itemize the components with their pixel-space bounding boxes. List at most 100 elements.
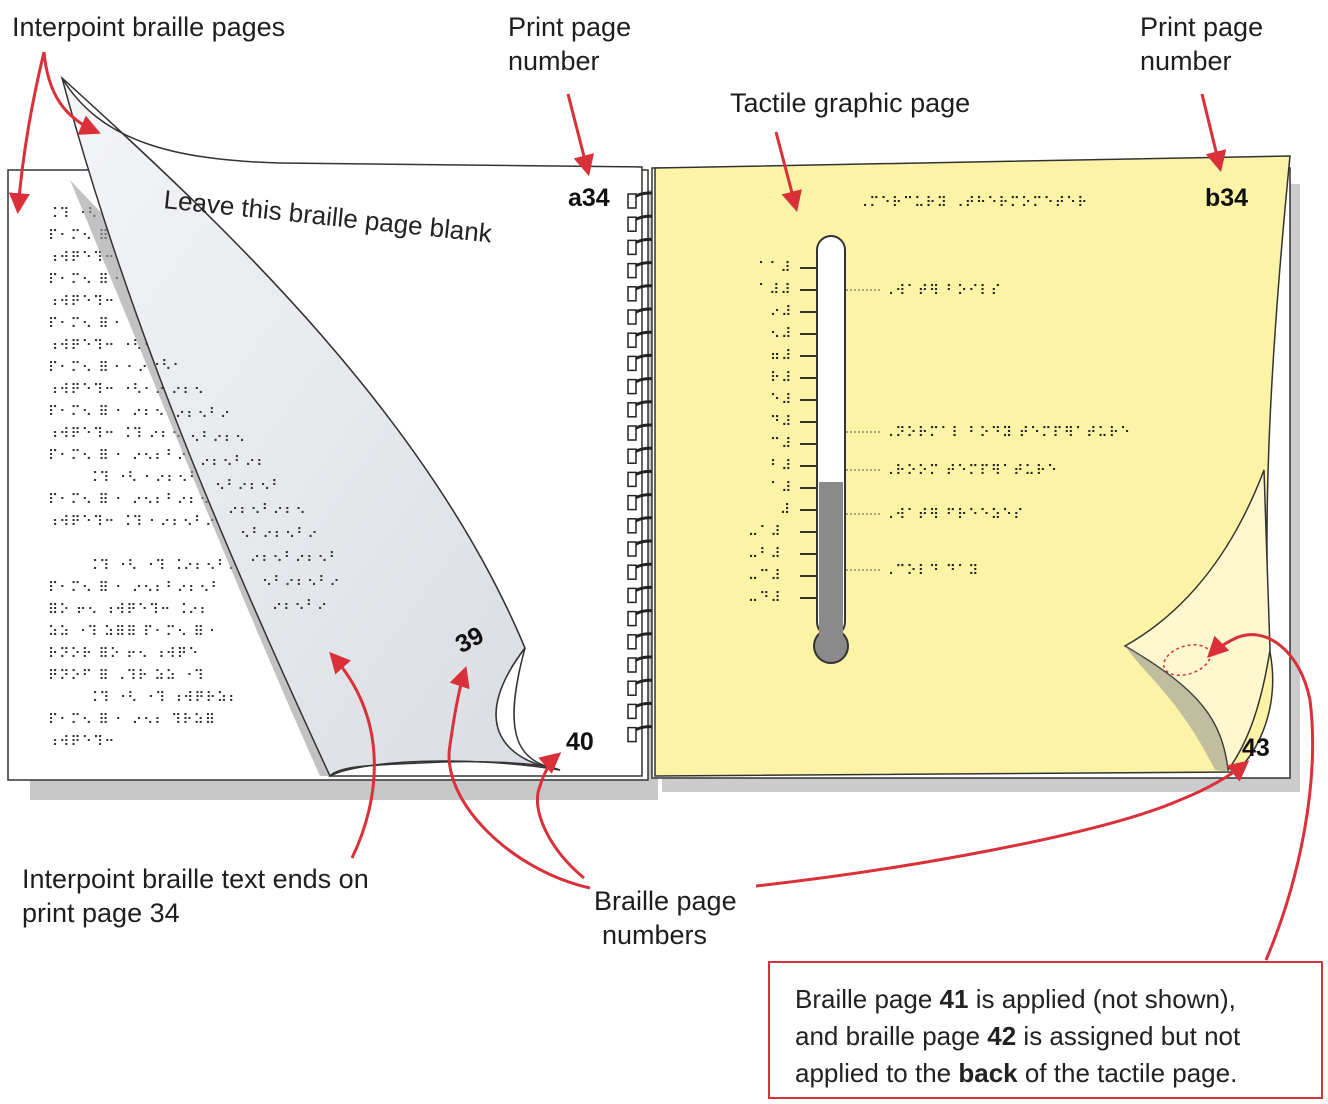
spiral-hole [627,216,637,232]
note-bold: back [958,1058,1018,1088]
svg-text:⠨⠹ ⠐⠣ ⠐⠹ ⠰⠺⠟⠗⠵⠆: ⠨⠹ ⠐⠣ ⠐⠹ ⠰⠺⠟⠗⠵⠆ [88,690,239,706]
interpoint-braille-text: ⠨⠹ ⠐⠣ ⠏⠂⠍⠢ ⠿⠐⠕ ⠰⠺⠟⠑⠹⠒ ⠎ ⠏⠂⠍⠢ ⠿⠐ ⠰⠺⠟⠑⠹⠒ ⠏… [48,206,262,750]
svg-text:⠁⠼: ⠁⠼ [770,480,793,496]
svg-text:⠔⠆⠢⠃⠔⠆: ⠔⠆⠢⠃⠔⠆ [200,454,268,470]
spiral-hole [627,286,637,302]
svg-text:⠢⠃⠔⠆⠢⠃⠔: ⠢⠃⠔⠆⠢⠃⠔ [262,574,341,590]
label-line: numbers [602,920,708,950]
spiral-hole [627,634,637,650]
svg-text:⠠⠺⠁⠞⠻ ⠃⠕⠊⠇⠎: ⠠⠺⠁⠞⠻ ⠃⠕⠊⠇⠎ [884,283,1002,299]
spiral-hole [627,541,637,557]
svg-text:⠗⠝⠕⠗ ⠿⠕ ⠖⠢ ⠰⠺⠟⠑: ⠗⠝⠕⠗ ⠿⠕ ⠖⠢ ⠰⠺⠟⠑ [48,646,199,662]
svg-text:⠟⠝⠕⠋ ⠿ ⠠⠹⠗ ⠵⠵ ⠐⠹: ⠟⠝⠕⠋ ⠿ ⠠⠹⠗ ⠵⠵ ⠐⠹ [48,668,205,684]
svg-text:⠔⠆⠢⠃⠔: ⠔⠆⠢⠃⠔ [272,598,328,614]
thermometer-graphic [800,235,849,664]
svg-text:⠏⠂⠍⠢ ⠿⠐ ⠂⠔: ⠏⠂⠍⠢ ⠿⠐ ⠂⠔ [48,360,149,376]
note-line-2: and braille page 42 is assigned but not [795,1018,1321,1055]
note-line-1: Braille page 41 is applied (not shown), [795,981,1321,1018]
svg-text:⠢⠃⠔⠆⠢: ⠢⠃⠔⠆⠢ [190,430,246,446]
note-text: of the tactile page. [1017,1058,1238,1088]
arrow-to-left-page [8,51,46,215]
svg-text:⠂⠔⠆⠢: ⠂⠔⠆⠢ [160,382,205,398]
svg-text:⠢⠃⠔⠆⠢⠃: ⠢⠃⠔⠆⠢⠃ [215,478,283,494]
svg-text:⠢⠃⠔⠆⠢⠃⠔: ⠢⠃⠔⠆⠢⠃⠔ [240,526,319,542]
svg-text:⠨⠹ ⠐⠣ ⠐⠹ ⠨⠔⠆⠢⠃⠔⠆⠢: ⠨⠹ ⠐⠣ ⠐⠹ ⠨⠔⠆⠢⠃⠔⠆⠢ [88,558,262,574]
spiral-hole [627,494,637,511]
spiral-hole [627,262,637,279]
arrow-braille-43 [755,760,1250,888]
spiral-hole [627,402,637,418]
note-box: Braille page 41 is applied (not shown), … [768,961,1323,1099]
svg-text:⠰⠺⠟⠑⠹⠒ ⠐⠣⠂⠔⠆: ⠰⠺⠟⠑⠹⠒ ⠐⠣⠂⠔⠆ [48,382,177,398]
label-line: number [1140,46,1232,76]
svg-text:⠤⠃⠼: ⠤⠃⠼ [748,546,782,562]
note-text: and braille page [795,1021,988,1051]
svg-text:⠙⠼: ⠙⠼ [770,414,793,430]
label-line: Interpoint braille text ends on [22,864,369,894]
arrow-to-flip-page [42,51,101,135]
spiral-hole [627,309,637,325]
svg-text:⠠⠗⠕⠕⠍ ⠞⠑⠍⠏⠻⠁⠞⠥⠗⠑: ⠠⠗⠕⠕⠍ ⠞⠑⠍⠏⠻⠁⠞⠥⠗⠑ [884,463,1058,479]
arrow-print-page-b34 [1200,93,1227,173]
svg-text:⠢⠼: ⠢⠼ [770,326,793,342]
spiral-hole [627,378,637,395]
svg-text:⠉⠼: ⠉⠼ [770,436,793,452]
label-print-page-number-left: Print page number [508,10,631,78]
spiral-hole [627,355,637,372]
svg-text:⠿⠕ ⠖⠢ ⠰⠺⠟⠑⠹⠒ ⠨⠔⠆: ⠿⠕ ⠖⠢ ⠰⠺⠟⠑⠹⠒ ⠨⠔⠆ [48,602,211,618]
svg-text:⠏⠂⠍⠢ ⠿ ⠂ ⠔⠢⠆⠃⠔: ⠏⠂⠍⠢ ⠿ ⠂ ⠔⠢⠆⠃⠔ [48,448,188,464]
arrow-interpoint-ends [329,651,376,859]
braille-page-number-43: 43 [1242,734,1270,762]
tactile-title-braille: ⠠⠍⠑⠗⠉⠥⠗⠽ ⠠⠞⠓⠑⠗⠍⠕⠍⠑⠞⠑⠗ [858,195,1089,211]
label-line: Print page [1140,12,1264,42]
print-page-number-b34: b34 [1205,184,1249,212]
spiral-hole [627,703,637,720]
spiral-hole [627,564,637,580]
note-bold: 41 [939,984,969,1014]
spiral-hole [627,193,637,209]
arrow-print-page-a34 [566,93,594,177]
spiral-hole [627,448,637,464]
svg-text:⠤⠁⠼: ⠤⠁⠼ [748,524,782,540]
callout-arrows [8,51,1315,961]
svg-text:⠁⠁⠼: ⠁⠁⠼ [758,260,792,276]
svg-text:⠑⠼: ⠑⠼ [770,392,793,408]
svg-text:⠏⠂⠍⠢ ⠿⠐: ⠏⠂⠍⠢ ⠿⠐ [48,272,121,288]
svg-text:⠠⠉⠕⠇⠙ ⠙⠁⠽: ⠠⠉⠕⠇⠙ ⠙⠁⠽ [884,563,979,579]
svg-text:⠠⠺⠁⠞⠻ ⠋⠗⠑⠑⠵⠑⠎: ⠠⠺⠁⠞⠻ ⠋⠗⠑⠑⠵⠑⠎ [884,507,1025,523]
label-print-page-number-right: Print page number [1140,10,1263,78]
note-text: is assigned but not [1016,1021,1241,1051]
svg-text:⠁⠼⠼: ⠁⠼⠼ [758,282,792,298]
svg-text:⠼: ⠼ [780,502,791,518]
svg-text:⠶⠼: ⠶⠼ [770,348,793,364]
flipping-braille-page [60,75,643,777]
svg-text:⠏⠂⠍⠢ ⠿ ⠂ ⠔⠆⠢: ⠏⠂⠍⠢ ⠿ ⠂ ⠔⠆⠢ [48,404,166,420]
note-bold: 42 [987,1021,1017,1051]
label-braille-page-numbers: Braille page numbers [594,884,737,952]
svg-text:⠵⠵ ⠐⠹ ⠵⠿⠿ ⠏⠂⠍⠢ ⠿⠐: ⠵⠵ ⠐⠹ ⠵⠿⠿ ⠏⠂⠍⠢ ⠿⠐ [48,624,216,640]
svg-text:⠰⠺⠟⠑⠹⠒ ⠨⠹ ⠂⠔⠆⠢⠃⠔⠆: ⠰⠺⠟⠑⠹⠒ ⠨⠹ ⠂⠔⠆⠢⠃⠔⠆ [48,514,228,530]
svg-text:⠰⠺⠟⠑⠹⠒ ⠐⠣⠂: ⠰⠺⠟⠑⠹⠒ ⠐⠣⠂ [48,338,155,354]
svg-text:⠤⠙⠼: ⠤⠙⠼ [748,590,782,606]
svg-text:⠰⠺⠟⠑⠹⠒: ⠰⠺⠟⠑⠹⠒ [48,734,116,750]
svg-text:⠏⠂⠍⠢ ⠿⠐: ⠏⠂⠍⠢ ⠿⠐ [48,316,121,332]
print-page-number-a34: a34 [568,184,610,212]
label-line: print page 34 [22,898,180,928]
note-text: is applied (not shown), [968,984,1236,1014]
arrow-braille-39 [447,666,591,890]
label-line: number [508,46,600,76]
svg-text:⠗⠼: ⠗⠼ [770,370,793,386]
svg-text:⠐⠣⠂: ⠐⠣⠂ [150,358,184,374]
svg-text:⠤⠉⠼: ⠤⠉⠼ [748,568,782,584]
thermometer-annotations: ⠠⠺⠁⠞⠻ ⠃⠕⠊⠇⠎ ⠠⠝⠕⠗⠍⠁⠇ ⠃⠕⠙⠽ ⠞⠑⠍⠏⠻⠁⠞⠥⠗⠑ ⠠⠗⠕⠕… [846,283,1130,579]
spiral-hole [627,587,637,604]
svg-text:⠔⠼: ⠔⠼ [770,304,793,320]
spiral-hole [627,610,637,627]
svg-text:⠔⠆⠢⠃⠔⠆⠢⠃: ⠔⠆⠢⠃⠔⠆⠢⠃ [250,550,340,566]
spiral-hole [627,239,637,256]
braille-page-number-40: 40 [566,728,594,756]
flip-page-braille: ⠐⠣⠂ ⠂⠔⠆⠢ ⠔⠆⠢⠃⠔ ⠢⠃⠔⠆⠢ ⠔⠆⠢⠃⠔⠆ ⠢⠃⠔⠆⠢⠃ ⠔⠆⠢⠃⠔… [150,358,341,614]
label-line: Print page [508,12,632,42]
spiral-hole [627,332,637,348]
